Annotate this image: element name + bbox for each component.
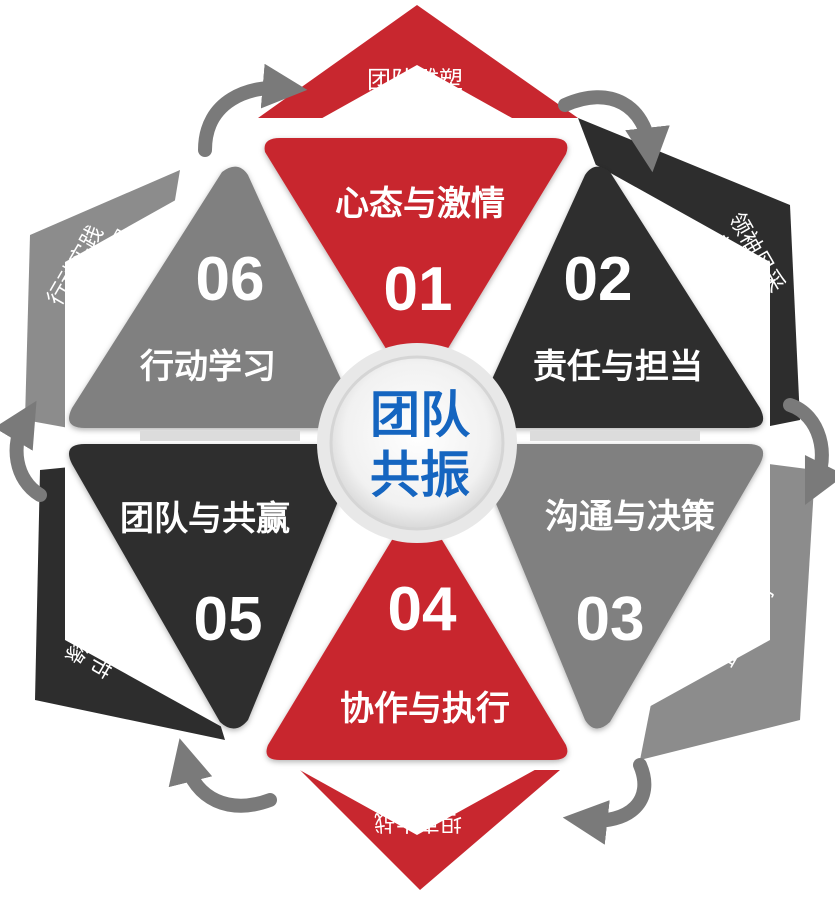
- segment-02: [475, 166, 764, 428]
- svg-text:团队雕塑: 团队雕塑: [367, 66, 463, 94]
- cycle-arrow-icon: [0, 400, 47, 502]
- segment-number-02: 02: [564, 245, 633, 314]
- cycle-arrows: [0, 63, 835, 845]
- segment-title-04: 协作与执行: [340, 689, 510, 729]
- segment-title-01: 心态与激情: [335, 184, 505, 224]
- cycle-arrow-icon: [558, 90, 670, 173]
- outer-label-01: 团队雕塑 极速排列: [367, 66, 463, 124]
- segment-number-04: 04: [388, 575, 457, 644]
- cycle-arrow-icon: [168, 738, 277, 813]
- center-hub: 团队 共振: [317, 343, 517, 543]
- svg-text:坦克大战: 坦克大战: [374, 809, 462, 834]
- segment-numbers: 01 02 03 04 05 06: [194, 245, 645, 654]
- segment-title-05: 团队与共赢: [120, 499, 290, 539]
- outer-label-04: 坦克大战 七巧板: [374, 781, 462, 834]
- segment-04: [266, 513, 568, 760]
- segment-number-05: 05: [194, 585, 263, 654]
- inner-segments: [68, 138, 764, 760]
- segment-06: [68, 166, 359, 428]
- segment-titles: 心态与激情 责任与担当 沟通与决策 协作与执行 团队与共赢 行动学习: [120, 184, 715, 729]
- svg-text:七巧板: 七巧板: [385, 781, 451, 806]
- segment-number-01: 01: [384, 255, 453, 324]
- center-line-2: 共振: [370, 446, 470, 504]
- segment-01: [264, 138, 568, 385]
- center-line-1: 团队: [370, 386, 471, 444]
- cycle-arrow-icon: [198, 63, 308, 157]
- segment-number-03: 03: [576, 585, 645, 654]
- outer-piece-01: [258, 5, 578, 118]
- hub-disc: [329, 355, 505, 531]
- segment-title-03: 沟通与决策: [545, 497, 715, 537]
- segment-number-06: 06: [196, 245, 265, 314]
- segment-title-02: 责任与担当: [533, 347, 703, 387]
- cycle-arrow-icon: [562, 758, 652, 845]
- cycle-arrow-icon: [783, 398, 835, 506]
- segment-03: [475, 444, 764, 729]
- svg-text:极速排列: 极速排列: [367, 96, 463, 124]
- segment-title-06: 行动学习: [140, 347, 276, 387]
- segment-05: [68, 444, 359, 729]
